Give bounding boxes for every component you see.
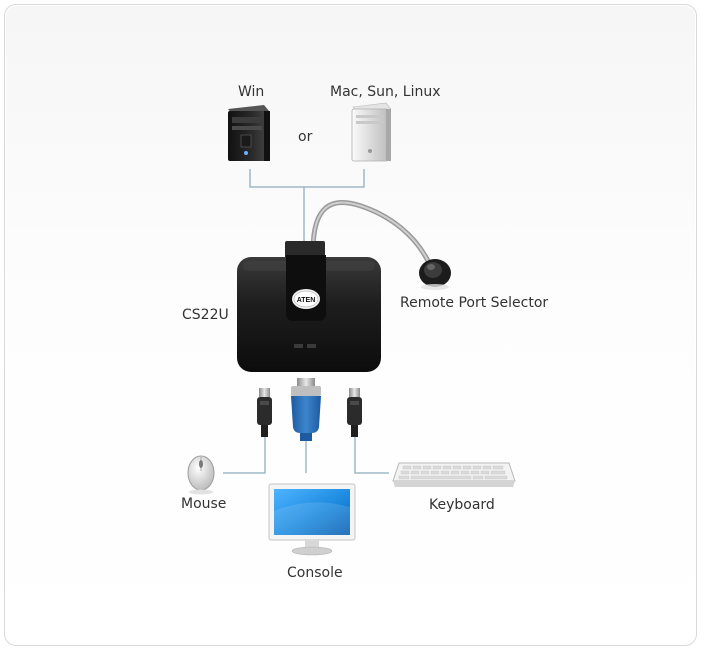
- mouse-icon: [187, 455, 215, 495]
- win-label: Win: [238, 84, 265, 100]
- keyboard-icon: [392, 462, 516, 487]
- vga-connector: [291, 378, 321, 441]
- mac-pc-icon: [351, 102, 392, 162]
- keyboard-line: [354, 437, 389, 474]
- diagram-frame: ATEN: [4, 4, 697, 646]
- console-monitor-icon: [268, 483, 356, 556]
- mouse-label: Mouse: [181, 496, 227, 512]
- pc-bracket-line: [249, 169, 365, 188]
- console-label: Console: [287, 565, 343, 581]
- cs22u-switch-icon: ATEN: [237, 241, 381, 372]
- remote-port-selector-icon: [310, 200, 451, 290]
- connector-lines: [223, 169, 389, 474]
- remote-port-selector-label: Remote Port Selector: [400, 295, 549, 311]
- usb-connector-right: [347, 388, 362, 437]
- aten-logo: ATEN: [297, 297, 316, 304]
- mouse-line: [223, 437, 266, 474]
- or-label: or: [298, 129, 313, 145]
- cs22u-label: CS22U: [182, 307, 229, 323]
- keyboard-label: Keyboard: [429, 497, 495, 513]
- usb-connector-left: [257, 388, 272, 437]
- mac-sun-linux-label: Mac, Sun, Linux: [330, 84, 441, 100]
- connection-diagram: ATEN: [187, 102, 516, 556]
- windows-pc-icon: [228, 105, 270, 161]
